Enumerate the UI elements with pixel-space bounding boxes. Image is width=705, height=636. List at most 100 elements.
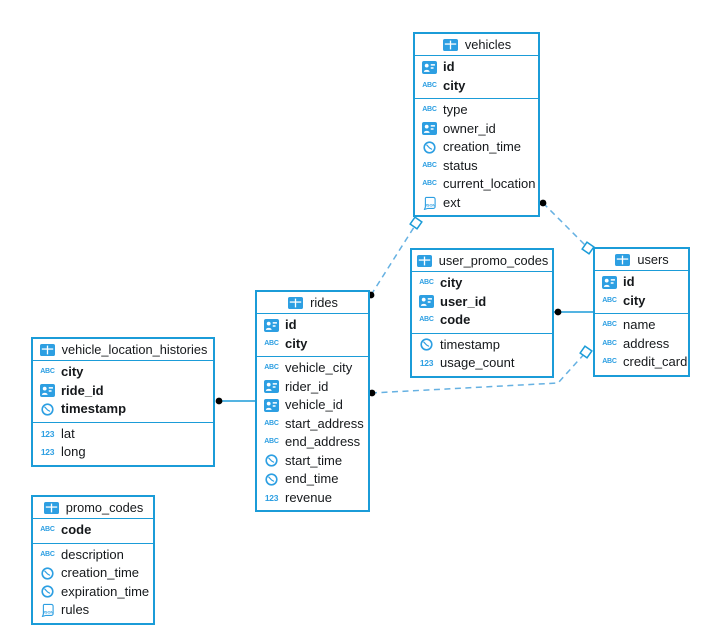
table-title: vehicle_location_histories [61,342,208,357]
column-row: ABC type [415,101,538,120]
column-row: ABC city [33,363,213,382]
relationship-line-vehicles-to-users [542,202,589,249]
many-side-dot-marker [539,199,547,207]
table-icon [416,254,433,267]
table-node-user_promo_codes[interactable]: user_promo_codes ABC city user_id ABC co… [410,248,554,378]
column-row: ABC city [595,292,688,311]
column-row: id [415,58,538,77]
string-icon: ABC [422,81,437,89]
table-header[interactable]: users [595,249,688,271]
table-node-rides[interactable]: rides id ABC city ABC vehicle_city rider… [255,290,370,512]
table-node-vehicles[interactable]: vehicles id ABC city ABC type owner_id c… [413,32,540,217]
column-row: JSON ext [415,194,538,213]
column-row: owner_id [415,120,538,139]
table-title: rides [310,295,338,310]
many-side-dot-marker [554,308,562,316]
column-row: ABC vehicle_city [257,359,368,378]
column-name: usage_count [440,355,515,370]
column-row: rider_id [257,378,368,397]
one-side-diamond-marker [579,345,593,359]
column-row: start_time [257,452,368,471]
column-name: city [285,335,308,351]
table-header[interactable]: vehicles [415,34,538,56]
string-icon: ABC [422,161,437,169]
column-name: end_time [285,471,339,486]
column-name: id [623,274,635,289]
column-name: rider_id [285,378,329,394]
columns-section: ABC name ABC address ABC credit_card [595,313,688,375]
column-name: id [443,59,455,74]
table-icon [43,501,60,514]
table-icon [442,38,459,51]
string-icon: ABC [419,316,434,323]
column-name: creation_time [443,139,522,154]
string-icon: ABC [40,526,55,533]
column-name: address [623,335,670,351]
column-name: end_address [285,434,361,449]
column-name: city [61,364,84,379]
column-row: 123 long [33,443,213,462]
table-node-vehicle_location_histories[interactable]: vehicle_location_histories ABC city ride… [31,337,215,467]
column-row: JSON rules [33,601,153,620]
relationship-line-rides-to-users [370,351,587,394]
number-icon: 123 [40,428,55,439]
column-name: code [61,522,92,537]
column-name: user_id [440,293,487,309]
column-row: ABC name [595,316,688,335]
column-row: ABC city [412,274,552,293]
uuid-icon [263,398,280,412]
column-row: ABC status [415,157,538,176]
one-side-diamond-marker [409,216,423,230]
column-name: lat [61,425,75,441]
column-row: ABC current_location [415,175,538,194]
primary-key-section: ABC city ride_id timestamp [33,361,213,422]
column-row: ABC end_address [257,433,368,452]
json-icon: JSON [39,603,56,618]
column-name: city [443,77,466,93]
svg-text:JSON: JSON [424,202,435,207]
column-row: ABC city [257,335,368,354]
one-side-diamond-marker [581,241,595,255]
table-header[interactable]: user_promo_codes [412,250,552,272]
column-row: ABC city [415,77,538,96]
table-title: promo_codes [65,500,144,515]
number-icon: 123 [419,358,434,368]
column-name: vehicle_id [285,397,343,412]
column-row: creation_time [33,564,153,583]
column-row: ABC description [33,546,153,565]
column-row: end_time [257,470,368,489]
uuid-icon [263,318,280,332]
string-icon: ABC [264,364,279,371]
column-name: description [61,546,124,562]
table-header[interactable]: promo_codes [33,497,153,519]
table-title: vehicles [464,37,512,52]
string-icon: ABC [264,419,279,427]
uuid-icon [263,380,280,394]
string-icon: ABC [40,550,55,558]
string-icon: ABC [264,438,279,445]
relationship-line-rides-to-vehicles [370,223,417,296]
column-row: ride_id [33,382,213,401]
column-name: creation_time [61,565,140,580]
column-name: type [443,102,468,117]
table-title: user_promo_codes [438,253,549,268]
string-icon: ABC [602,296,617,304]
table-header[interactable]: vehicle_location_histories [33,339,213,361]
columns-section: ABC description creation_time expiration… [33,542,153,623]
column-name: name [623,317,656,332]
table-header[interactable]: rides [257,292,368,314]
column-row: timestamp [33,400,213,419]
many-side-dot-marker [215,397,223,405]
column-name: city [623,292,646,308]
table-node-users[interactable]: users id ABC city ABC name ABC address A… [593,247,690,377]
column-row: ABC credit_card [595,353,688,372]
column-row: 123 lat [33,425,213,444]
column-row: ABC code [33,521,153,540]
column-name: expiration_time [61,583,150,599]
column-name: revenue [285,489,332,505]
columns-section: timestamp 123 usage_count [412,332,552,376]
table-node-promo_codes[interactable]: promo_codes ABC code ABC description cre… [31,495,155,625]
primary-key-section: ABC city user_id ABC code [412,272,552,333]
